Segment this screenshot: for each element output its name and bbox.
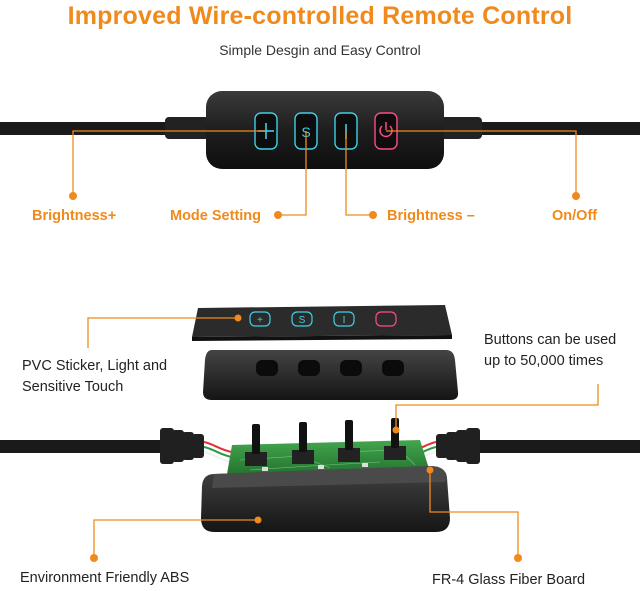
leader-abs bbox=[93, 519, 258, 558]
leader-buttons bbox=[395, 384, 599, 430]
cable-bottom bbox=[0, 428, 640, 464]
label-buttons-line2: up to 50,000 times bbox=[484, 353, 604, 369]
strain-relief-right bbox=[438, 117, 482, 139]
pvc-sticker: + S I bbox=[192, 305, 452, 341]
svg-text:+: + bbox=[257, 315, 263, 326]
label-pcb: FR-4 Glass Fiber Board bbox=[432, 572, 586, 588]
leader-on-off bbox=[386, 130, 577, 196]
bottom-leader-dots bbox=[90, 314, 522, 562]
label-on-off: On/Off bbox=[552, 208, 598, 224]
label-pvc-sticker-line1: PVC Sticker, Light and bbox=[22, 358, 168, 374]
leader-brightness-plus bbox=[72, 130, 266, 196]
label-pvc-sticker-line2: Sensitive Touch bbox=[22, 379, 124, 395]
leader-pcb bbox=[429, 470, 519, 558]
label-pvc-sticker: PVC Sticker, Light and Sensitive Touch bbox=[22, 356, 167, 398]
remote-control-top: S bbox=[0, 91, 640, 169]
label-brightness-plus: Brightness+ bbox=[32, 208, 117, 224]
top-leader-dots bbox=[69, 192, 580, 219]
remote-body bbox=[206, 91, 444, 169]
leader-pvc-sticker bbox=[87, 317, 238, 348]
label-buttons: Buttons can be used up to 50,000 times bbox=[484, 330, 616, 372]
svg-text:S: S bbox=[299, 315, 306, 326]
leader-brightness-minus bbox=[345, 131, 373, 216]
label-abs: Environment Friendly ABS bbox=[20, 570, 190, 586]
bottom-shell bbox=[201, 466, 450, 532]
label-mode-setting: Mode Setting bbox=[170, 208, 262, 224]
bottom-leader-lines bbox=[87, 317, 599, 558]
label-brightness-minus: Brightness – bbox=[387, 208, 475, 224]
page-subtitle: Simple Desgin and Easy Control bbox=[219, 42, 421, 58]
top-leader-lines bbox=[72, 130, 577, 216]
label-buttons-line1: Buttons can be used bbox=[484, 332, 617, 348]
top-shell bbox=[203, 350, 459, 400]
svg-text:I: I bbox=[343, 315, 346, 326]
strain-relief-left bbox=[165, 117, 209, 139]
page-title: Improved Wire-controlled Remote Control bbox=[67, 2, 573, 30]
leader-mode-setting bbox=[278, 131, 307, 216]
